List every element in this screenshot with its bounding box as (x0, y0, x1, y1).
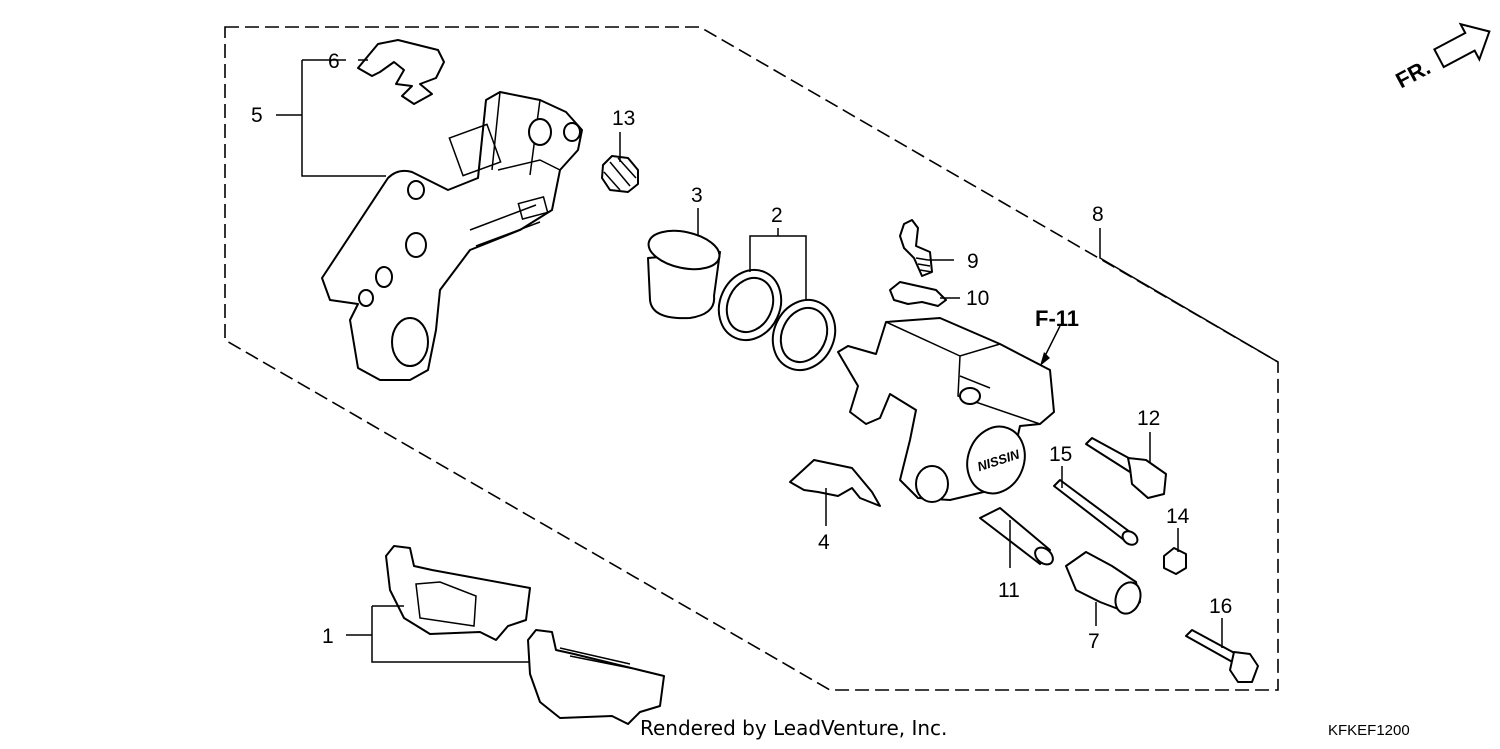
callout-1: 1 (322, 625, 334, 648)
callout-12: 12 (1137, 407, 1160, 430)
slide-pin (1053, 479, 1139, 546)
assembly-boundary (224, 26, 1279, 691)
diagram-code: KFKEF1200 (1328, 722, 1410, 739)
retainer-clip (357, 39, 445, 105)
bleeder-valve-cap (889, 281, 947, 307)
piston (647, 229, 721, 320)
slide-pin-boot (1065, 551, 1142, 615)
bleeder-valve (899, 219, 933, 277)
mounting-bolt (1185, 629, 1259, 683)
callout-3: 3 (691, 184, 703, 207)
caliper-bracket (321, 91, 583, 381)
reference-f11: F-11 (1035, 306, 1079, 331)
callout-11: 11 (998, 579, 1020, 602)
brake-pad-set (385, 545, 665, 725)
callout-6: 6 (328, 50, 340, 73)
caliper-pin-bolt (1085, 437, 1167, 499)
pin-boot (979, 507, 1054, 566)
caliper-body: NISSIN (837, 317, 1055, 503)
render-credit: Rendered by LeadVenture, Inc. (640, 716, 948, 740)
leader-2 (749, 228, 807, 300)
callout-10: 10 (966, 287, 989, 310)
bolt-cap (1163, 547, 1187, 575)
front-direction-label: FR. (1392, 54, 1435, 93)
bleeder-cap (601, 155, 639, 193)
piston-seal-set (717, 268, 837, 372)
callout-7: 7 (1088, 630, 1100, 653)
leader-8 (1099, 228, 1279, 363)
callout-13: 13 (612, 107, 635, 130)
callout-4: 4 (818, 531, 830, 554)
leader-1 (346, 605, 530, 663)
callout-2: 2 (771, 204, 783, 227)
callout-14: 14 (1166, 505, 1190, 528)
leader-5-6 (276, 59, 386, 177)
pad-spring (789, 459, 881, 507)
callout-5: 5 (251, 104, 263, 127)
callout-15: 15 (1049, 443, 1072, 466)
reference-arrow-icon (1040, 352, 1050, 366)
callout-8: 8 (1092, 203, 1104, 226)
front-direction-arrow-icon: FR. (1392, 22, 1491, 93)
callout-16: 16 (1209, 595, 1232, 618)
callout-9: 9 (967, 250, 979, 273)
